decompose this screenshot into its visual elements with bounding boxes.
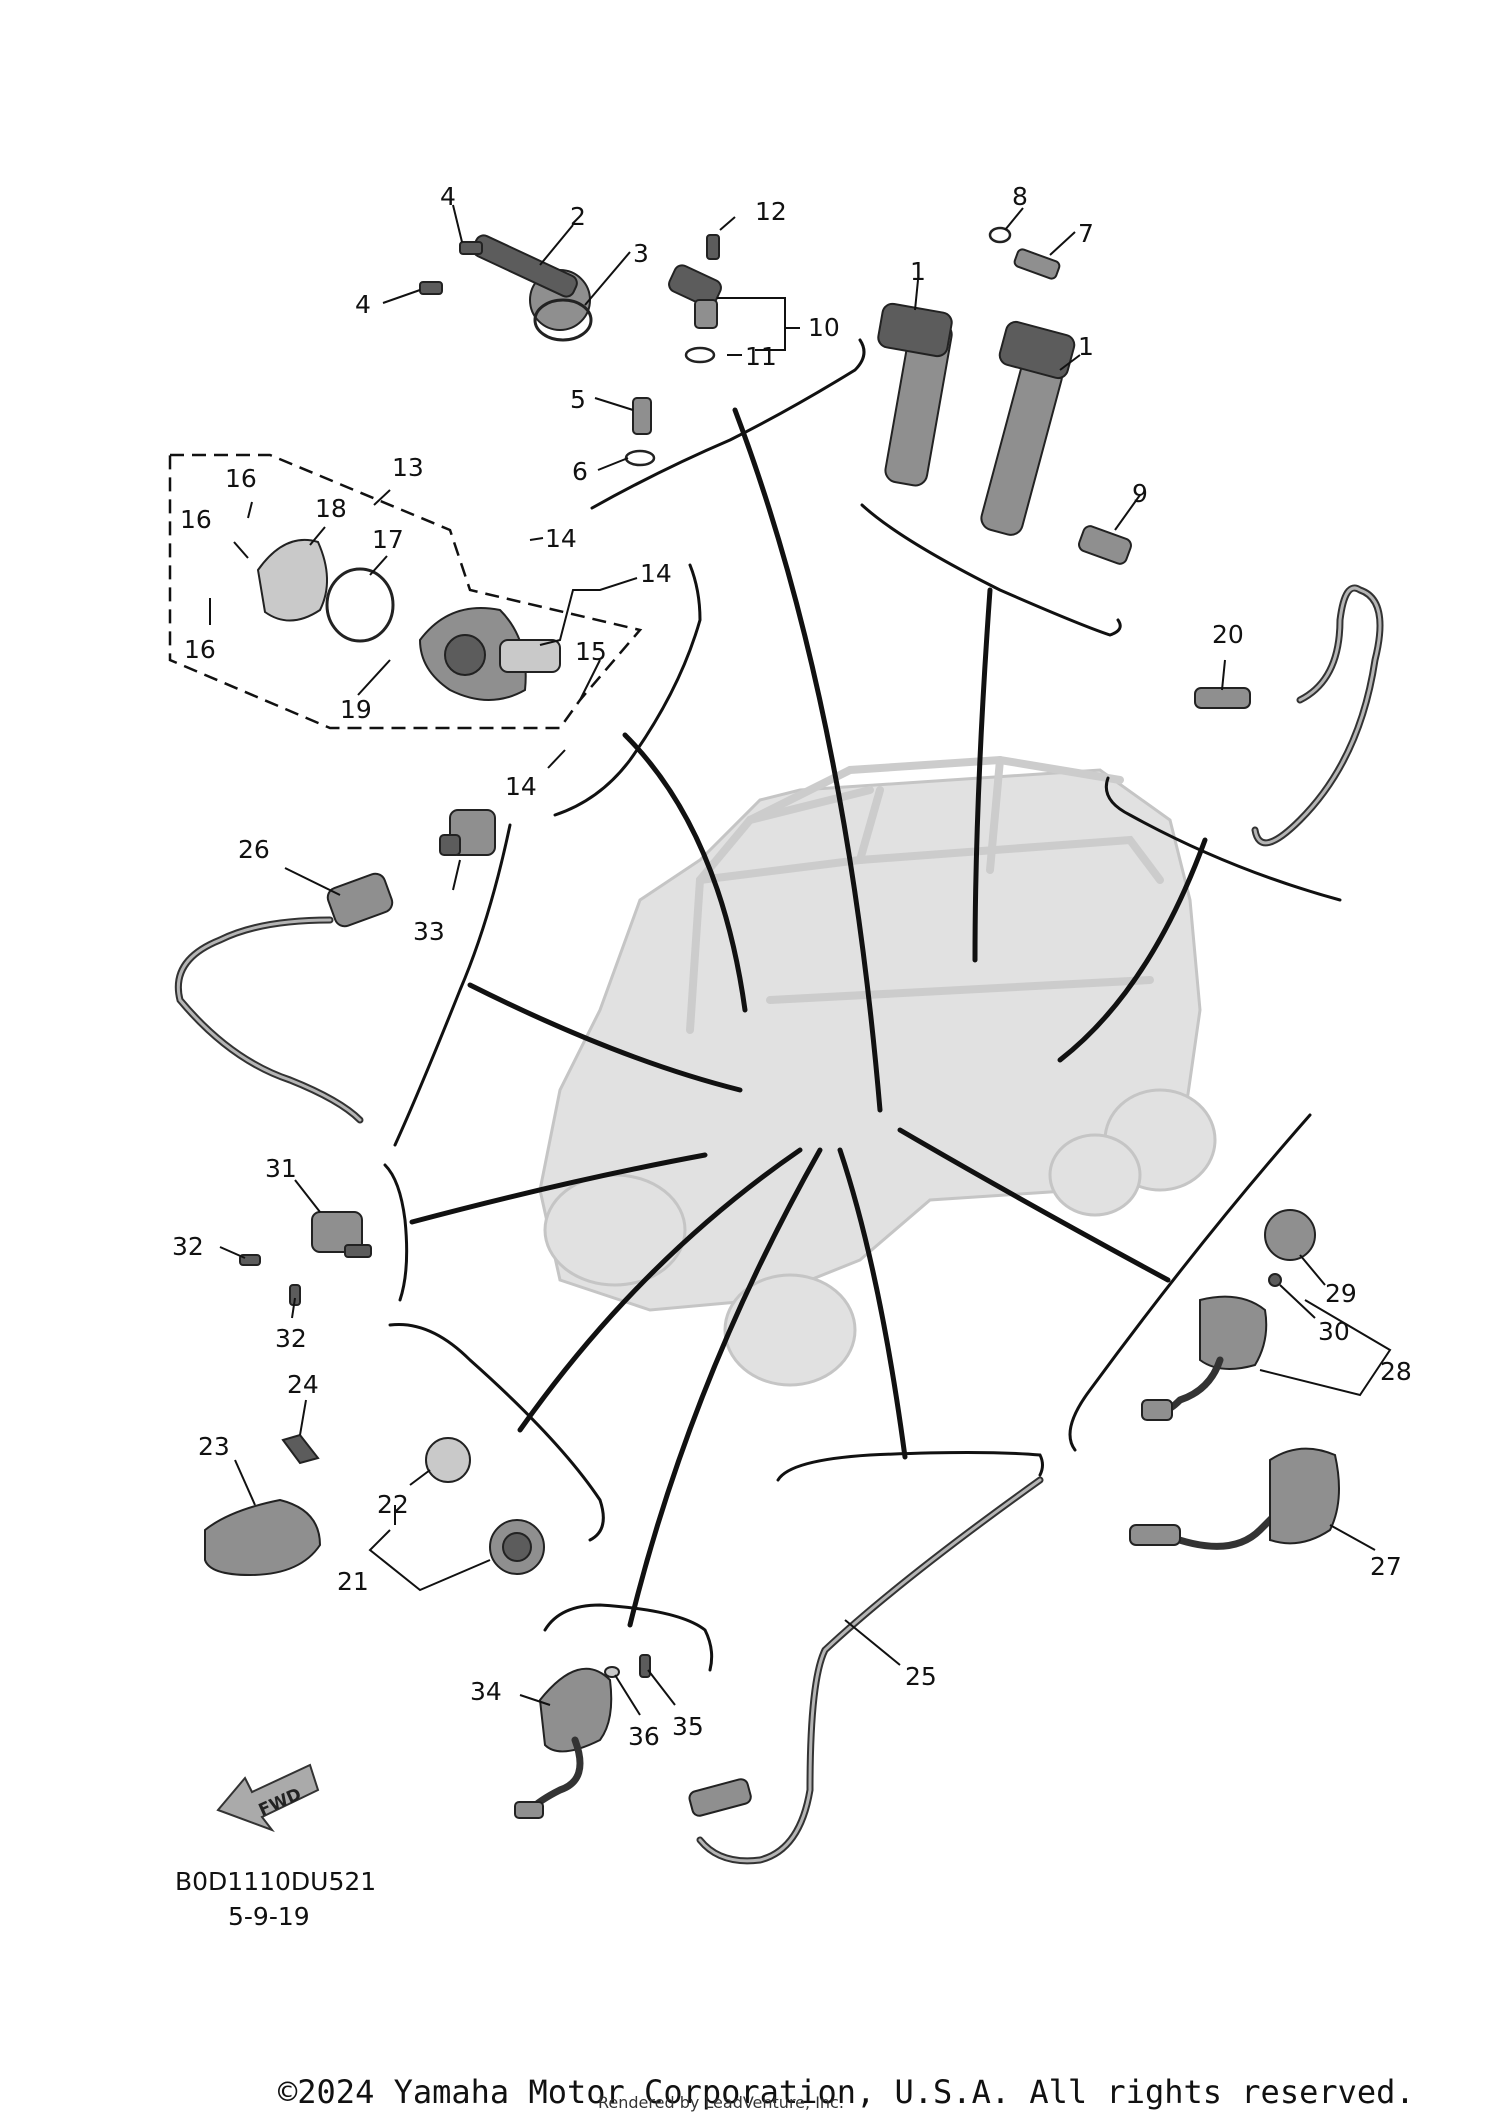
part-28-relay-assy <box>1141 1295 1268 1421</box>
callout-21: 21 <box>337 1567 369 1596</box>
callout-16a: 16 <box>225 464 257 493</box>
callout-27: 27 <box>1370 1552 1402 1581</box>
fwd-arrow: FWD <box>216 1763 320 1833</box>
callout-2: 2 <box>570 202 586 231</box>
callout-labels: 1 1 2 3 4 4 5 6 7 8 9 10 11 12 13 14 14 … <box>172 182 1412 1751</box>
callout-36: 36 <box>628 1722 660 1751</box>
part-17-gasket <box>325 567 395 643</box>
callout-9: 9 <box>1132 479 1148 508</box>
callout-16c: 16 <box>184 635 216 664</box>
part-13-throttle-body <box>418 607 561 701</box>
part-35-bolt <box>639 1654 651 1678</box>
callout-6: 6 <box>572 457 588 486</box>
part-23-connector <box>204 1498 322 1577</box>
callout-29: 29 <box>1325 1279 1357 1308</box>
callout-28: 28 <box>1380 1357 1412 1386</box>
callout-24: 24 <box>287 1370 319 1399</box>
callout-18: 18 <box>315 494 347 523</box>
callout-32a: 32 <box>172 1232 204 1261</box>
part-30-washer <box>1268 1273 1282 1287</box>
callout-34: 34 <box>470 1677 502 1706</box>
rendered-by-notice: Rendered by LeadVenture, Inc. <box>598 2093 844 2112</box>
callout-31: 31 <box>265 1154 297 1183</box>
callout-20: 20 <box>1212 620 1244 649</box>
part-12-bolt <box>706 234 720 260</box>
diagram-code: B0D1110DU521 <box>175 1867 376 1896</box>
part-33-sensor <box>439 809 496 856</box>
callout-30: 30 <box>1318 1317 1350 1346</box>
callout-23: 23 <box>198 1432 230 1461</box>
part-10-crank-sensor <box>668 264 722 329</box>
section-brackets <box>383 338 1342 1672</box>
part-1-ignition-coil-b <box>980 320 1076 536</box>
part-7-sensor <box>1013 248 1061 280</box>
callout-4b: 4 <box>355 290 371 319</box>
callout-33: 33 <box>413 917 445 946</box>
part-29-buzzer <box>1264 1209 1316 1261</box>
part-18-cover <box>256 538 329 622</box>
callout-13: 13 <box>392 453 424 482</box>
callout-26: 26 <box>238 835 270 864</box>
part-20-o2-sensor <box>1194 584 1384 847</box>
vehicle-silhouette <box>538 755 1217 1387</box>
callout-5: 5 <box>570 385 586 414</box>
callout-1b: 1 <box>1078 332 1094 361</box>
callout-17: 17 <box>372 525 404 554</box>
callout-14b: 14 <box>640 559 672 588</box>
part-24-clip <box>281 1433 320 1465</box>
callout-4a: 4 <box>440 182 456 211</box>
part-26-sensor-cable <box>174 872 394 1124</box>
callout-8: 8 <box>1012 182 1028 211</box>
part-36-washer <box>604 1666 620 1678</box>
callout-15: 15 <box>575 637 607 666</box>
part-22-cap <box>425 1437 471 1483</box>
callout-leaders <box>209 204 1392 1716</box>
callout-16b: 16 <box>180 505 212 534</box>
callout-7: 7 <box>1078 219 1094 248</box>
part-25-speed-sensor <box>688 1476 1044 1865</box>
callout-14a: 14 <box>545 524 577 553</box>
part-31-sensor <box>311 1211 372 1258</box>
copyright-notice: ©2024 Yamaha Motor Corporation, U.S.A. A… <box>278 2073 1415 2111</box>
part-21-main-switch <box>489 1519 545 1575</box>
callout-22: 22 <box>377 1490 409 1519</box>
assembly-13-outline <box>168 453 643 730</box>
part-32-bolts <box>239 1254 301 1306</box>
part-8-o-ring <box>988 226 1012 244</box>
callout-19: 19 <box>340 695 372 724</box>
part-2-sensor <box>472 234 591 331</box>
callout-3: 3 <box>633 239 649 268</box>
part-6-gasket <box>624 449 656 467</box>
callout-35: 35 <box>672 1712 704 1741</box>
part-27-sensor-cable <box>1129 1447 1340 1550</box>
part-5-temp-sensor <box>632 397 652 435</box>
callout-11: 11 <box>745 342 777 371</box>
part-11-o-ring <box>684 346 716 364</box>
callout-1a: 1 <box>910 257 926 286</box>
part-3-o-ring <box>533 298 593 342</box>
diagram-revision: 5-9-19 <box>228 1902 310 1931</box>
callout-10: 10 <box>808 313 840 342</box>
harness-lines <box>409 407 1208 1628</box>
part-34-horn <box>514 1667 613 1819</box>
part-9-pressure-switch <box>1078 525 1132 565</box>
callout-25: 25 <box>905 1662 937 1691</box>
callout-14c: 14 <box>505 772 537 801</box>
part-4-bolts <box>419 241 483 295</box>
callout-32b: 32 <box>275 1324 307 1353</box>
part-1-ignition-coil-a <box>877 302 953 487</box>
callout-12: 12 <box>755 197 787 226</box>
